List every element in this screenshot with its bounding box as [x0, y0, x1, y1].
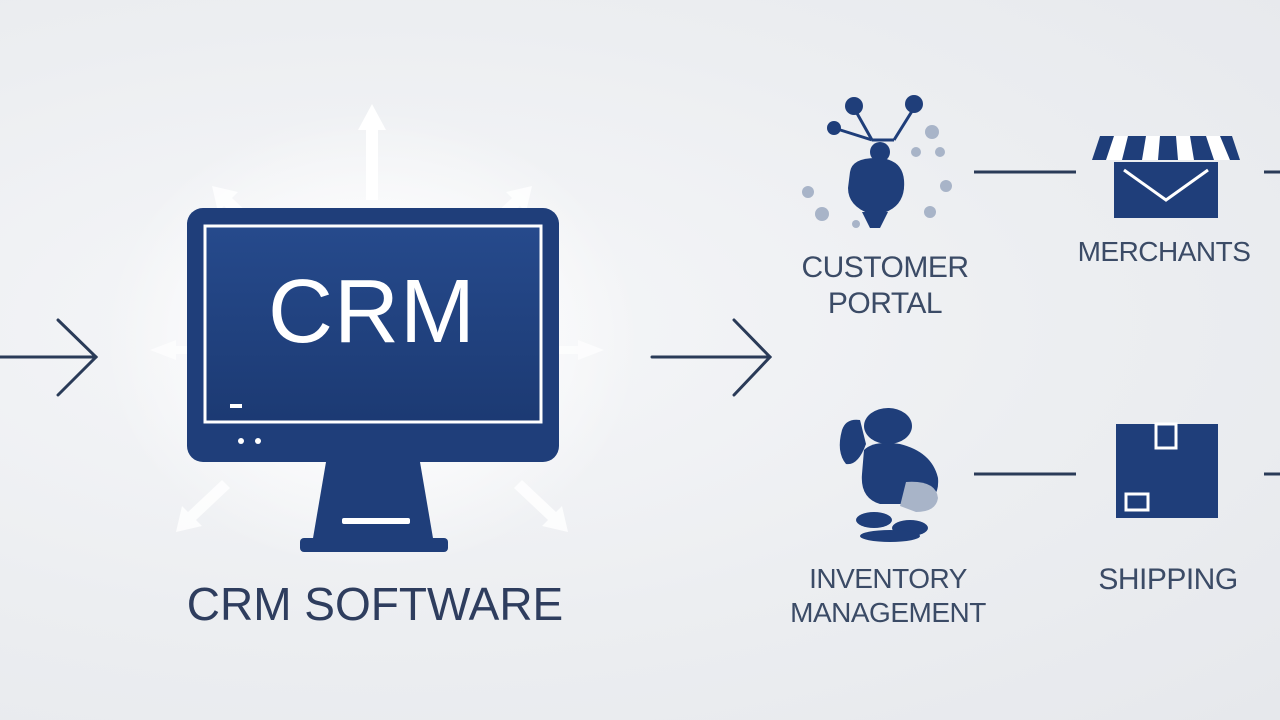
- customer-portal-label: CUSTOMER PORTAL: [770, 250, 1000, 322]
- ray-arrow-downleft: [176, 480, 230, 532]
- monitor-base: [300, 538, 448, 552]
- monitor-led-2: [255, 438, 261, 444]
- customer-portal-label-line2: PORTAL: [827, 287, 943, 320]
- monitor-led-1: [238, 438, 244, 444]
- monitor-icon: [187, 208, 559, 552]
- customer-portal-label-line1: CUSTOMER: [801, 251, 969, 284]
- monitor-screen-text: CRM: [268, 262, 476, 362]
- monitor-neck: [312, 462, 434, 544]
- ray-arrow-right: [558, 340, 604, 360]
- monitor-screen-cursor: [230, 404, 242, 408]
- monitor-stand-slot: [342, 518, 410, 524]
- storefront-icon: [1092, 136, 1240, 218]
- crm-software-caption: CRM SOFTWARE: [186, 578, 564, 630]
- outgoing-arrow: [650, 318, 773, 397]
- monitor-screen: [203, 224, 543, 424]
- inventory-management-label: INVENTORY MANAGEMENT: [760, 562, 1016, 630]
- incoming-arrow: [0, 318, 99, 397]
- package-box-icon: [1116, 422, 1218, 518]
- ray-arrow-left: [150, 340, 196, 360]
- network-person-icon: [802, 95, 952, 228]
- merchants-label-line1: MERCHANTS: [1077, 236, 1251, 267]
- inventory-label-line2: MANAGEMENT: [790, 597, 986, 628]
- ray-arrow-downright: [514, 480, 568, 532]
- inventory-label-line1: INVENTORY: [809, 563, 967, 594]
- inventory-person-icon: [839, 408, 939, 542]
- shipping-label: SHIPPING: [1076, 562, 1260, 598]
- shipping-label-line1: SHIPPING: [1098, 563, 1238, 596]
- connector-lines: [974, 170, 1280, 476]
- merchants-label: MERCHANTS: [1066, 234, 1262, 270]
- ray-arrow-up: [358, 104, 386, 200]
